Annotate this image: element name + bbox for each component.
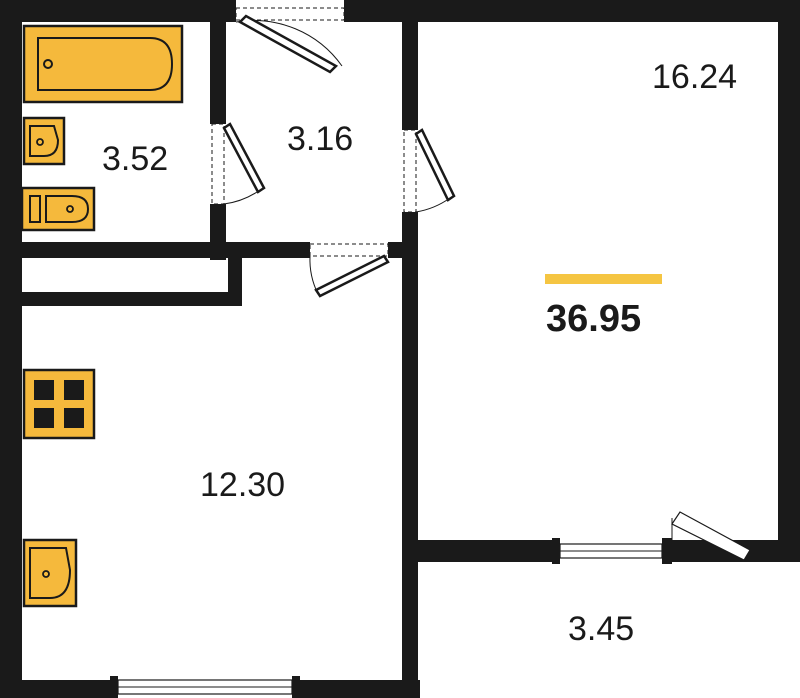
living-room-door (403, 128, 456, 213)
balcony-window (552, 511, 751, 564)
living-room-area-label: 16.24 (652, 58, 738, 96)
bathroom-area-label: 3.52 (102, 140, 169, 178)
hallway-area-label: 3.16 (287, 120, 354, 158)
total-area-label: 36.95 (546, 298, 642, 340)
bathroom-door (211, 122, 266, 205)
kitchen-window (110, 676, 300, 698)
kitchen-area-label: 12.30 (200, 466, 286, 504)
bathtub-icon (22, 24, 184, 104)
stove-icon (22, 368, 96, 440)
total-area-accent-bar (545, 274, 662, 284)
kitchen-door (309, 243, 390, 298)
toilet-icon (20, 186, 96, 232)
balcony-area-label: 3.45 (568, 610, 635, 648)
entrance-door (235, 7, 345, 74)
washbasin-icon (22, 116, 66, 166)
kitchen-sink-icon (22, 538, 78, 608)
